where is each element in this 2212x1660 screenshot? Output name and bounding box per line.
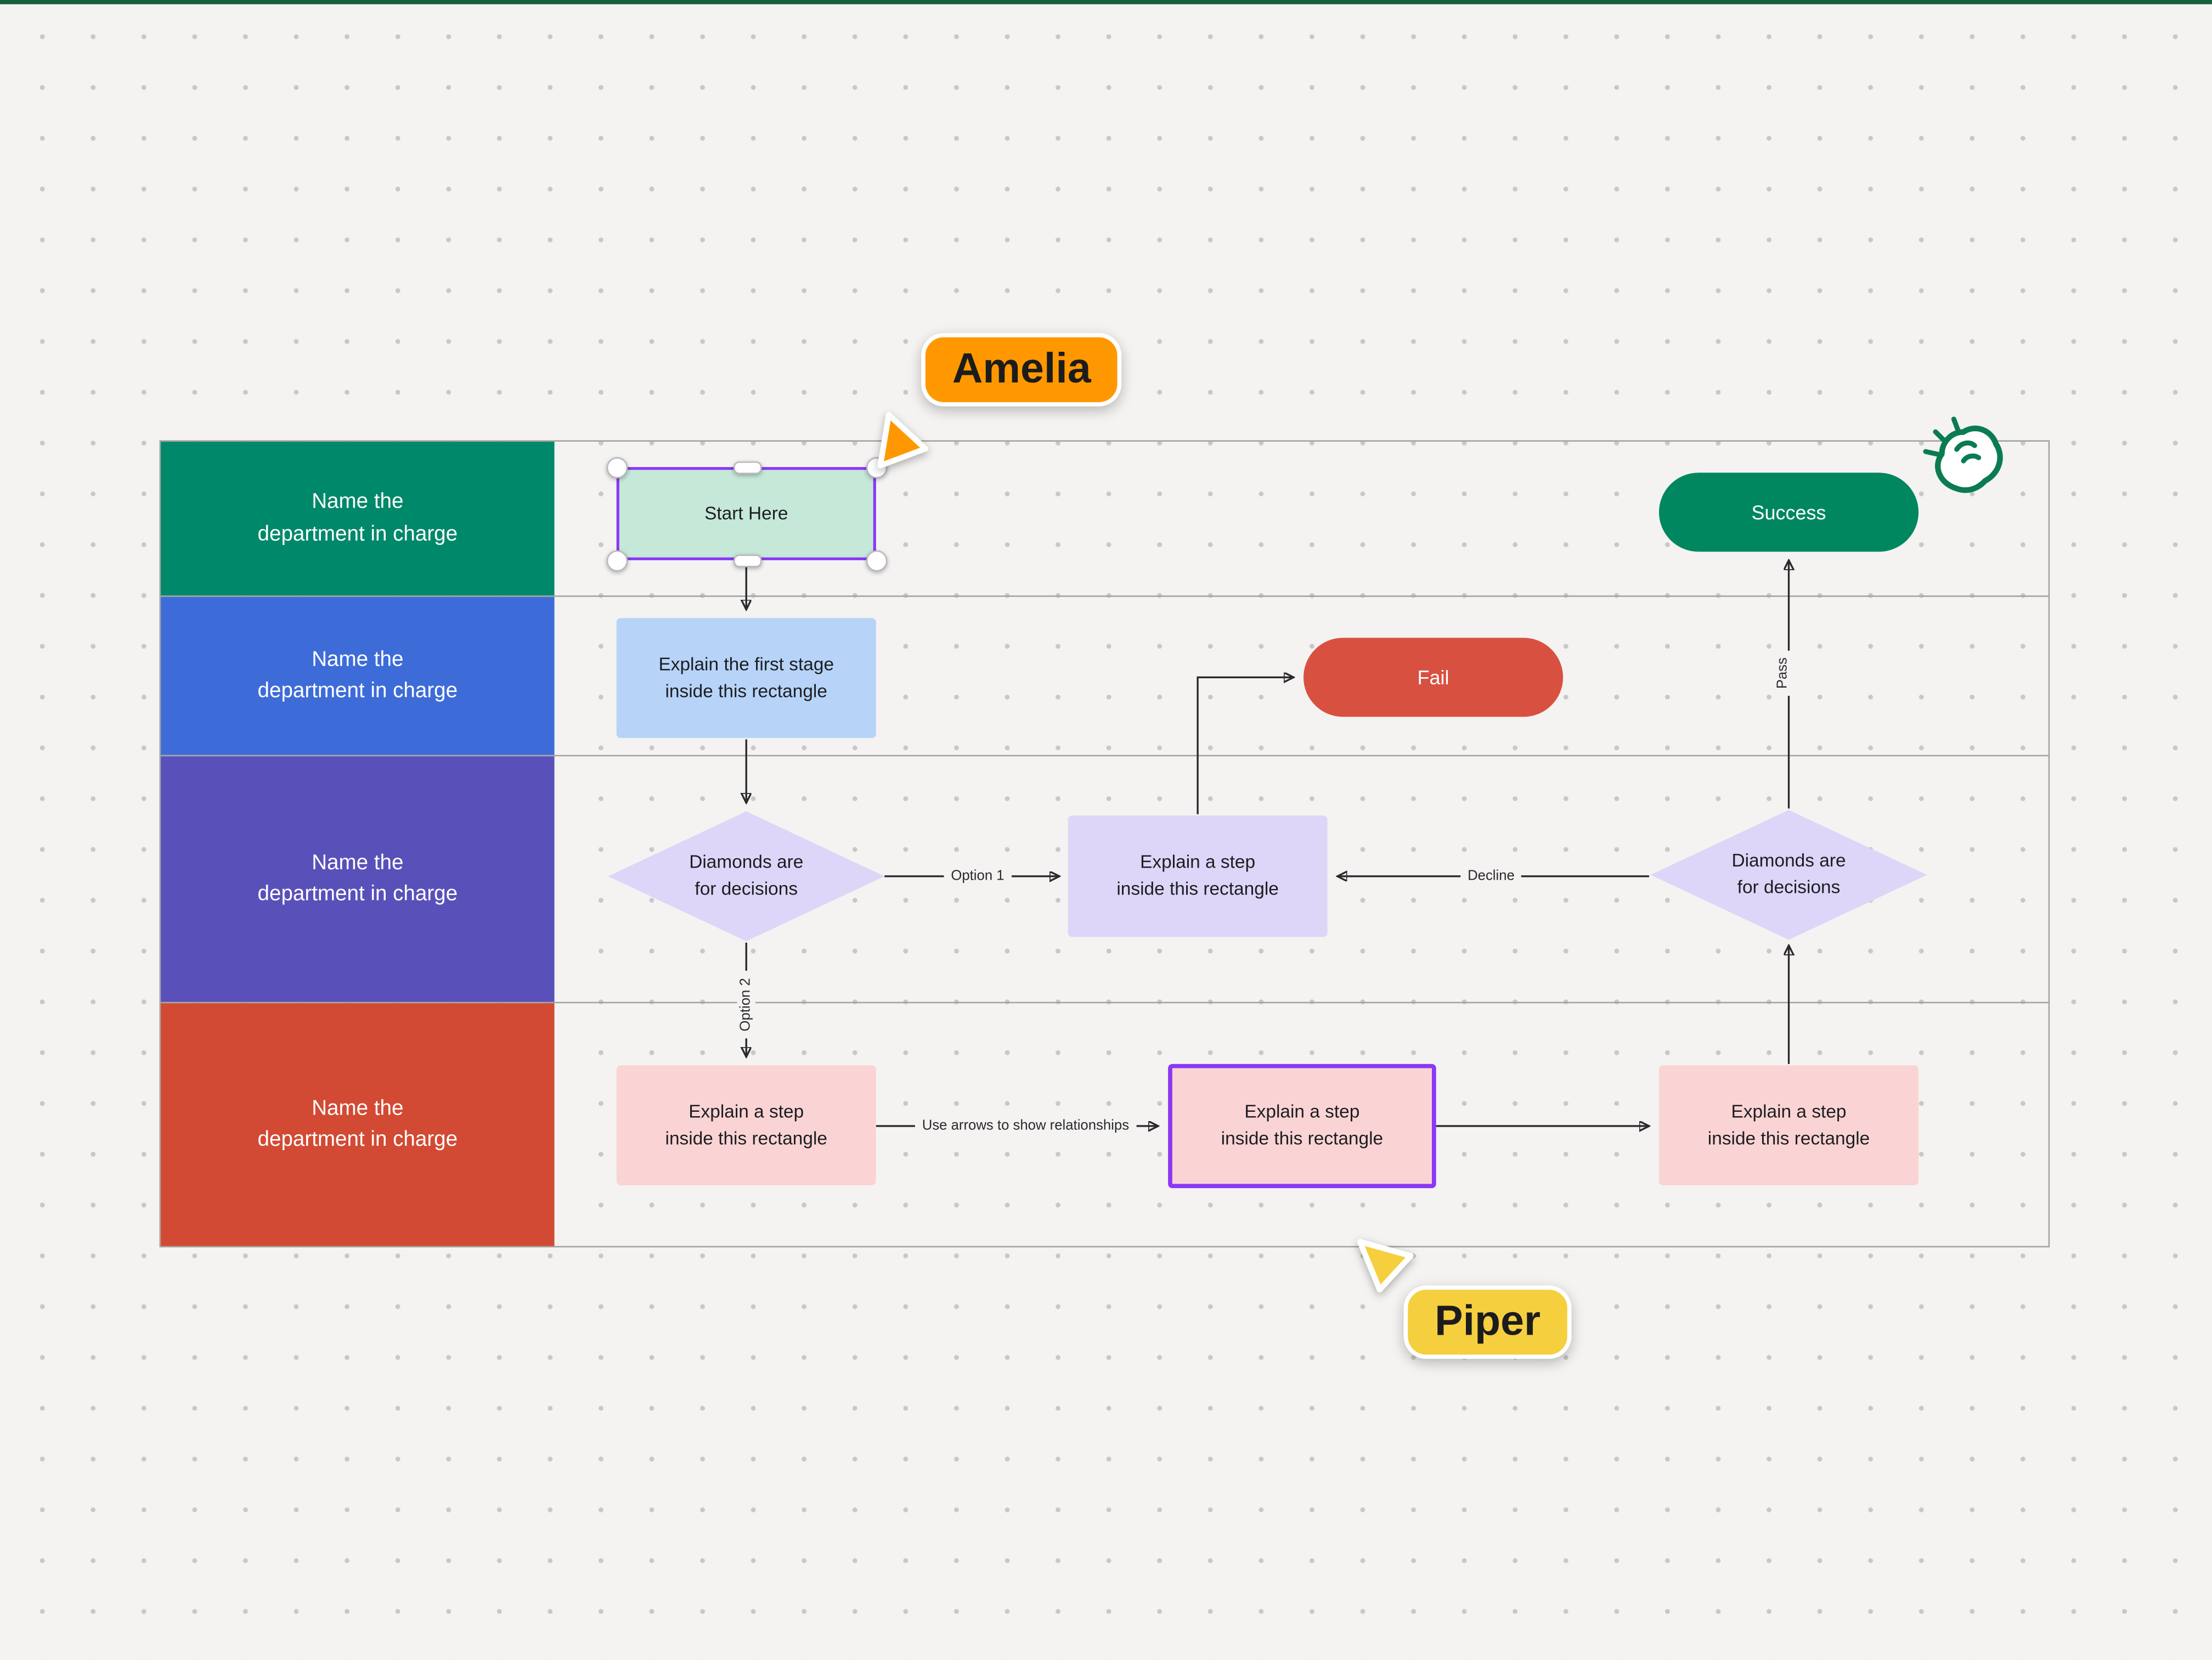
swimlane-label-2[interactable]: Name the department in charge bbox=[161, 597, 555, 755]
piper-cursor-icon bbox=[1357, 1239, 1414, 1293]
edge-label-option1[interactable]: Option 1 bbox=[944, 867, 1012, 886]
node-first-stage[interactable]: Explain the first stage inside this rect… bbox=[616, 618, 876, 738]
amelia-cursor-icon bbox=[877, 412, 928, 469]
node-step-bottom-left[interactable]: Explain a step inside this rectangle bbox=[616, 1065, 876, 1185]
swimlane-table[interactable]: Name the department in charge Name the d… bbox=[159, 440, 2050, 1248]
selection-handle-top-mid[interactable] bbox=[733, 461, 762, 474]
swimlane-row-1: Name the department in charge bbox=[161, 441, 2049, 597]
swimlane-label-1[interactable]: Name the department in charge bbox=[161, 441, 555, 596]
selection-handle-top-left[interactable] bbox=[606, 457, 628, 479]
node-step-bottom-mid[interactable]: Explain a step inside this rectangle bbox=[1168, 1063, 1436, 1189]
amelia-cursor-label: Amelia bbox=[921, 333, 1122, 407]
swimlane-row-4: Name the department in charge bbox=[161, 1003, 2049, 1246]
snap-hand-sticker[interactable] bbox=[1916, 409, 2020, 514]
selection-handle-bottom-mid[interactable] bbox=[733, 554, 762, 567]
edge-step-to-fail[interactable] bbox=[1197, 677, 1292, 814]
piper-cursor-label: Piper bbox=[1403, 1285, 1572, 1359]
edge-label-option2[interactable]: Option 2 bbox=[737, 971, 755, 1039]
swimlane-row-3: Name the department in charge bbox=[161, 756, 2049, 1004]
selection-handle-bottom-left[interactable] bbox=[606, 550, 628, 572]
window-top-edge bbox=[0, 0, 2212, 4]
node-success[interactable]: Success bbox=[1658, 472, 1919, 552]
swimlane-label-4[interactable]: Name the department in charge bbox=[161, 1003, 555, 1246]
swimlane-label-3[interactable]: Name the department in charge bbox=[161, 756, 555, 1002]
node-step-bottom-right[interactable]: Explain a step inside this rectangle bbox=[1658, 1065, 1919, 1185]
selection-handle-bottom-right[interactable] bbox=[866, 550, 888, 572]
edge-label-decline[interactable]: Decline bbox=[1460, 867, 1522, 886]
snap-hand-icon bbox=[1923, 417, 2003, 493]
node-step-mid[interactable]: Explain a step inside this rectangle bbox=[1068, 815, 1328, 937]
node-fail[interactable]: Fail bbox=[1303, 638, 1564, 717]
edge-label-pass[interactable]: Pass bbox=[1774, 650, 1792, 696]
node-start[interactable]: Start Here bbox=[616, 467, 876, 560]
swimlane-row-2: Name the department in charge bbox=[161, 597, 2049, 757]
edge-label-relationships[interactable]: Use arrows to show relationships bbox=[915, 1117, 1136, 1135]
